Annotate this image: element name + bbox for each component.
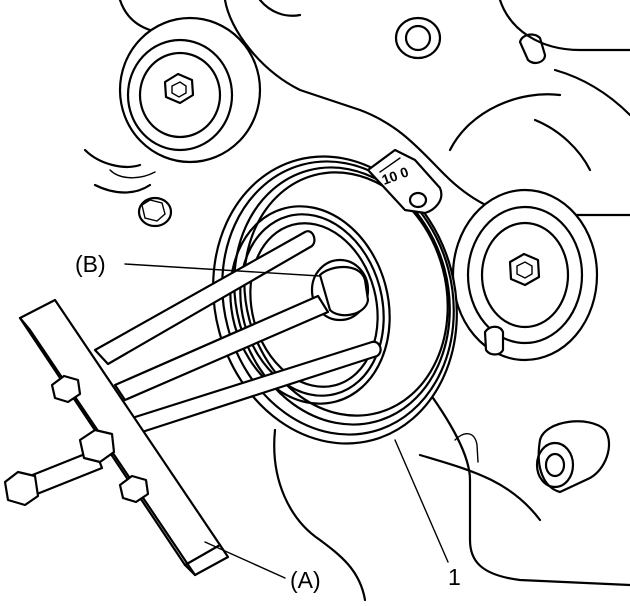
puller-rod-middle: [113, 294, 330, 402]
puller-rod-top: [93, 230, 316, 366]
crossbar-bolt-bottom: [118, 474, 150, 504]
label-part-1: 1: [448, 564, 461, 590]
label-special-tool-b: (B): [75, 251, 106, 277]
block-bolt-left: [137, 196, 173, 228]
crossbar-bolt-top: [50, 374, 82, 404]
lower-right-boss: [483, 325, 611, 494]
forcing-screw-head: [3, 470, 40, 507]
forcing-screw-nut: [78, 428, 116, 464]
label-special-tool-a: (A): [290, 567, 321, 593]
timing-mark-plate: 10 0: [366, 148, 443, 215]
leader-lines: [124, 263, 449, 579]
puller-rod-bottom: [130, 340, 382, 434]
idler-bolt-hex: [163, 72, 195, 105]
puller-center-adaptor: [318, 265, 370, 317]
upper-right-bracket: [394, 0, 630, 172]
idler-bolt-hex-right: [508, 252, 541, 287]
upper-idler-pulley: [118, 16, 262, 164]
puller-tool: [3, 230, 382, 577]
right-idler-pulley: [451, 188, 599, 362]
